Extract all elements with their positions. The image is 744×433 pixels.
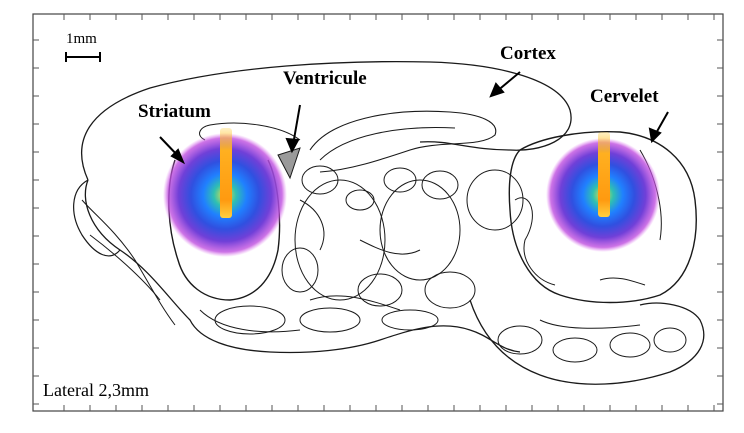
striatum-label: Striatum bbox=[138, 101, 211, 122]
cortex-label: Cortex bbox=[500, 43, 556, 64]
cerebellum-outline bbox=[508, 130, 697, 304]
scale-bar-label: 1mm bbox=[66, 31, 97, 47]
label-arrows bbox=[159, 71, 669, 165]
section-label: Lateral 2,3mm bbox=[43, 380, 149, 400]
striatum-signal bbox=[163, 128, 287, 257]
nuclei-outlines bbox=[199, 165, 524, 335]
brainstem-outline bbox=[469, 299, 705, 385]
cervelet-label: Cervelet bbox=[590, 86, 659, 107]
cortex-outline bbox=[80, 60, 572, 181]
figure-frame bbox=[32, 13, 724, 412]
ventricle-shape bbox=[277, 147, 301, 180]
frame-ticks bbox=[33, 14, 723, 411]
olfactory-bulb-outline bbox=[73, 179, 121, 257]
ventricule-label: Ventricule bbox=[283, 68, 367, 89]
cerebellum-signal bbox=[546, 132, 660, 252]
scale-bar bbox=[65, 52, 101, 62]
hippocampus-outline bbox=[309, 110, 497, 173]
